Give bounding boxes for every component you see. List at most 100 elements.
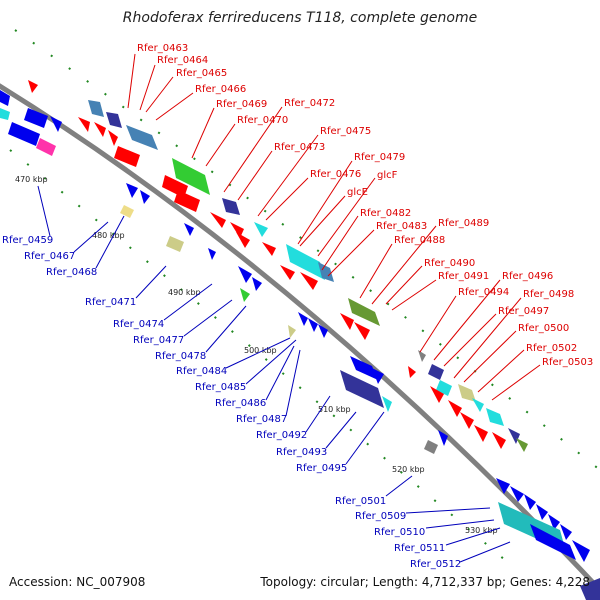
gene-arrow	[428, 364, 444, 380]
guide-track-inner	[9, 149, 506, 561]
label-glcf: glcF	[377, 170, 398, 181]
label-rfer-0486: Rfer_0486	[215, 398, 266, 409]
gene-arrow	[486, 408, 504, 426]
tick-530: 530 kbp	[465, 526, 498, 535]
tick-500: 500 kbp	[244, 346, 277, 355]
gene-arrow	[340, 370, 384, 408]
label-rfer-0472: Rfer_0472	[284, 98, 335, 109]
gene-arrow	[172, 158, 210, 195]
label-rfer-0491: Rfer_0491	[438, 271, 489, 282]
gene-arrow	[318, 262, 334, 282]
label-rfer-0474: Rfer_0474	[113, 319, 164, 330]
gene-arrow	[418, 350, 426, 362]
gene-arrow	[408, 366, 416, 378]
gene-arrow	[238, 266, 252, 283]
gene-arrow	[492, 432, 506, 449]
gene-arrow	[524, 494, 536, 510]
gene-arrow	[88, 100, 104, 117]
gene-arrow	[580, 578, 600, 600]
label-rfer-0471: Rfer_0471	[85, 297, 136, 308]
gene-arrow	[24, 108, 48, 128]
label-rfer-0487: Rfer_0487	[236, 414, 287, 425]
label-rfer-0464: Rfer_0464	[157, 55, 208, 66]
gene-arrow	[508, 428, 520, 444]
label-rfer-0490: Rfer_0490	[424, 258, 475, 269]
gene-arrow	[536, 504, 548, 520]
gene-arrow	[28, 80, 38, 93]
label-rfer-0470: Rfer_0470	[237, 115, 288, 126]
gene-arrow	[208, 248, 216, 260]
gene-arrow	[298, 312, 308, 326]
gene-arrow	[210, 212, 226, 228]
gene-arrow	[430, 386, 444, 403]
gene-arrow	[288, 325, 296, 338]
tick-480: 480 kbp	[92, 231, 125, 240]
gene-arrow	[8, 122, 40, 146]
label-rfer-0477: Rfer_0477	[133, 335, 184, 346]
genes-reverse-strand	[0, 90, 600, 600]
genes-forward-strand	[28, 80, 528, 452]
gene-arrow	[236, 232, 250, 248]
gene-arrow	[354, 322, 370, 340]
gene-arrow	[572, 540, 590, 562]
label-rfer-0494: Rfer_0494	[458, 287, 509, 298]
tick-490: 490 kbp	[168, 288, 201, 297]
label-rfer-0482: Rfer_0482	[360, 208, 411, 219]
label-rfer-0500: Rfer_0500	[518, 323, 569, 334]
gene-arrow	[36, 138, 56, 156]
label-rfer-0478: Rfer_0478	[155, 351, 206, 362]
label-rfer-0512: Rfer_0512	[410, 559, 461, 570]
label-rfer-0463: Rfer_0463	[137, 43, 188, 54]
gene-arrow	[78, 117, 90, 132]
gene-arrow	[252, 277, 262, 291]
label-rfer-0511: Rfer_0511	[394, 543, 445, 554]
gene-arrow	[280, 265, 295, 280]
label-rfer-0510: Rfer_0510	[374, 527, 425, 538]
gene-arrow	[174, 190, 200, 212]
gene-arrow	[230, 222, 244, 238]
gene-arrow	[516, 438, 528, 452]
gene-arrow	[262, 242, 276, 256]
gene-arrow	[308, 318, 318, 332]
gene-arrow	[448, 400, 462, 417]
gene-arrow	[94, 122, 106, 137]
gene-arrow	[318, 324, 328, 338]
tick-labels: 470 kbp 480 kbp 490 kbp 500 kbp 510 kbp …	[15, 175, 498, 535]
label-rfer-0467: Rfer_0467	[24, 251, 75, 262]
label-rfer-0498: Rfer_0498	[523, 289, 574, 300]
gene-arrow	[510, 486, 524, 502]
gene-arrow	[240, 288, 250, 302]
gene-arrow	[372, 368, 384, 384]
gene-arrow	[560, 524, 572, 540]
label-rfer-0466: Rfer_0466	[195, 84, 246, 95]
top-gene-labels: Rfer_0463 Rfer_0464 Rfer_0465 Rfer_0466 …	[127, 43, 593, 401]
label-rfer-0503: Rfer_0503	[542, 357, 593, 368]
gene-arrow	[166, 236, 184, 252]
gene-arrow	[108, 130, 118, 146]
gene-arrow	[120, 205, 134, 218]
label-rfer-0473: Rfer_0473	[274, 142, 325, 153]
gene-arrow	[254, 222, 268, 237]
topology-text: Topology: circular; Length: 4,712,337 bp…	[260, 575, 590, 589]
gene-arrow	[424, 440, 438, 454]
gene-arrow	[126, 183, 138, 198]
label-rfer-0475: Rfer_0475	[320, 126, 371, 137]
label-rfer-0501: Rfer_0501	[335, 496, 386, 507]
tick-520: 520 kbp	[392, 465, 425, 474]
genome-title: Rhodoferax ferrireducens T118, complete …	[122, 10, 478, 26]
label-rfer-0495: Rfer_0495	[296, 463, 347, 474]
label-rfer-0493: Rfer_0493	[276, 447, 327, 458]
gene-arrow	[530, 524, 576, 560]
gene-arrow	[0, 108, 10, 120]
label-rfer-0468: Rfer_0468	[46, 267, 97, 278]
label-rfer-0485: Rfer_0485	[195, 382, 246, 393]
label-rfer-0465: Rfer_0465	[176, 68, 227, 79]
gene-arrow	[126, 125, 158, 150]
accession-text: Accession: NC_007908	[9, 575, 146, 589]
gene-arrow	[140, 190, 150, 204]
label-glce: glcE	[347, 187, 368, 198]
label-rfer-0483: Rfer_0483	[376, 221, 427, 232]
tick-510: 510 kbp	[318, 405, 351, 414]
label-rfer-0479: Rfer_0479	[354, 152, 405, 163]
gene-arrow	[548, 514, 560, 530]
